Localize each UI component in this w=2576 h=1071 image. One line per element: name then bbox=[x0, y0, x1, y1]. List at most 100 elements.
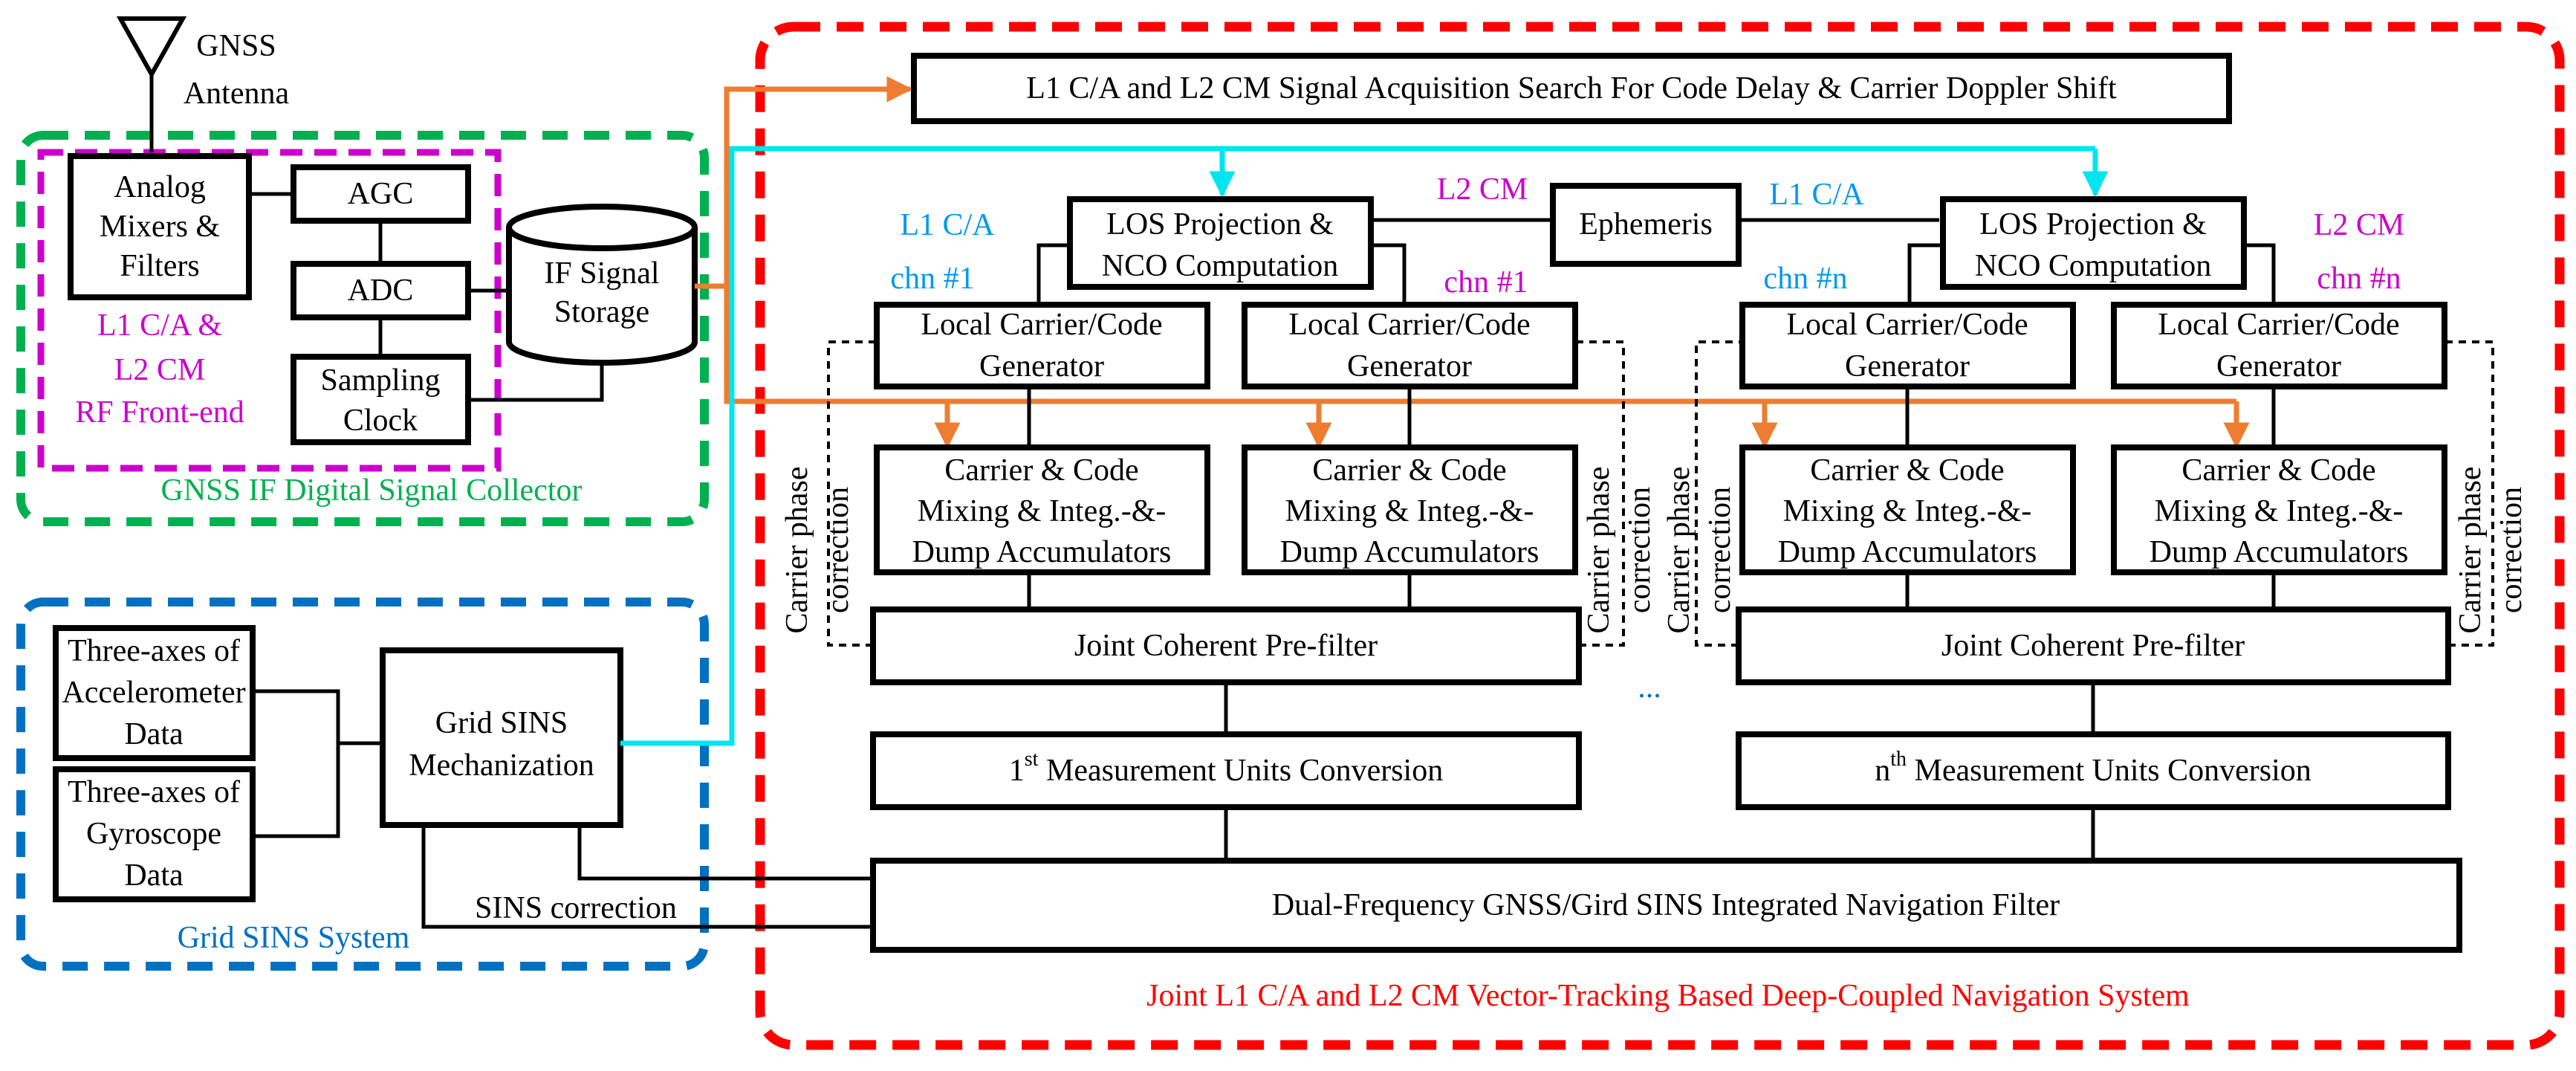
chn1-l1-local-gen-label-2: Generator bbox=[979, 349, 1104, 384]
chnn-l1-mixing-label-1: Carrier & Code bbox=[1810, 453, 2004, 488]
sins-group-border bbox=[16, 598, 709, 971]
chn1-measurement-label: 1st Measurement Units Conversion bbox=[1009, 748, 1443, 788]
chn1-carrier-phase-left-label-2: correction bbox=[821, 487, 855, 613]
nav-system-group-border bbox=[755, 22, 2565, 1050]
chn1-l2-local-gen-label-1: Local Carrier/Code bbox=[1288, 308, 1530, 342]
rf-frontend-label-2: L2 CM bbox=[114, 353, 206, 387]
gyroscope-label-2: Gyroscope bbox=[86, 817, 221, 851]
sins-correction-label: SINS correction bbox=[475, 891, 677, 925]
chn1-measurement-block bbox=[870, 731, 1582, 810]
collector-group-border bbox=[16, 131, 709, 526]
chnn-l1-local-gen-label-1: Local Carrier/Code bbox=[1786, 308, 2028, 342]
chn1-l1-local-gen-label-1: Local Carrier/Code bbox=[921, 308, 1162, 342]
rf-frontend-label-1: L1 C/A & bbox=[97, 308, 222, 343]
chn1-l1-chn-label: chn #1 bbox=[890, 262, 974, 296]
chnn-l1-local-gen-block bbox=[1739, 302, 2076, 389]
chn1-l1-mixing-block bbox=[874, 444, 1210, 575]
analog-mixers-label-3: Filters bbox=[120, 249, 199, 283]
chnn-l2-mixing-label-2: Mixing & Integ.-&- bbox=[2155, 494, 2404, 528]
if-storage-label-2: Storage bbox=[554, 295, 649, 329]
sins-mechanization-label-1: Grid SINS bbox=[435, 706, 568, 740]
analog-mixers-block bbox=[68, 153, 252, 300]
sins-cyan-path bbox=[620, 146, 2109, 746]
sins-title: Grid SINS System bbox=[178, 921, 410, 955]
chnn-los-label-2: NCO Computation bbox=[1975, 249, 2212, 283]
chn1-l2-mixing-label-1: Carrier & Code bbox=[1312, 453, 1506, 488]
sins-mechanization-label-2: Mechanization bbox=[409, 748, 594, 783]
chnn-l2-mixing-label-3: Dump Accumulators bbox=[2150, 535, 2409, 569]
analog-mixers-label-2: Mixers & bbox=[100, 210, 220, 244]
chnn-measurement-label: nth Measurement Units Conversion bbox=[1875, 748, 2311, 788]
chnn-l2-mixing-label-1: Carrier & Code bbox=[2181, 453, 2375, 488]
gyroscope-label-3: Data bbox=[124, 858, 184, 893]
accelerometer-label-1: Three-axes of bbox=[68, 634, 240, 668]
agc-label: AGC bbox=[348, 177, 414, 211]
ephemeris-l1-label: L1 C/A bbox=[1769, 178, 1864, 212]
accelerometer-label-3: Data bbox=[124, 717, 184, 751]
ephemeris-l2-label: L2 CM bbox=[1437, 172, 1528, 207]
sins-arrows bbox=[253, 689, 874, 929]
chn1-l1-mixing-label-2: Mixing & Integ.-&- bbox=[918, 494, 1167, 528]
channel-ellipsis: ... bbox=[1638, 670, 1661, 705]
chnn-carrier-phase-right-label-1: Carrier phase bbox=[2453, 466, 2488, 633]
acquisition-label: L1 C/A and L2 CM Signal Acquisition Sear… bbox=[1026, 71, 2117, 106]
chnn-l2-local-gen-label-1: Local Carrier/Code bbox=[2158, 308, 2399, 342]
chnn-l2-local-gen-block bbox=[2111, 302, 2447, 389]
chn1-l1-mixing-label-1: Carrier & Code bbox=[944, 453, 1138, 488]
chn1-l1-label: L1 C/A bbox=[900, 208, 995, 242]
chnn-l2-chn-label: chn #n bbox=[2317, 262, 2401, 296]
adc-label: ADC bbox=[348, 274, 414, 308]
chn1-carrier-phase-right-label-2: correction bbox=[1623, 487, 1657, 613]
analog-mixers-label-1: Analog bbox=[114, 170, 206, 204]
if-storage-label-1: IF Signal bbox=[544, 256, 659, 291]
accelerometer-label-2: Accelerometer bbox=[62, 676, 245, 710]
antenna-label-2: Antenna bbox=[184, 77, 290, 111]
chnn-los-block bbox=[1940, 196, 2247, 290]
antenna-label-1: GNSS bbox=[196, 29, 276, 63]
collector-title: GNSS IF Digital Signal Collector bbox=[161, 473, 583, 508]
gyroscope-label-1: Three-axes of bbox=[68, 775, 240, 809]
chnn-l2-mixing-block bbox=[2111, 444, 2447, 575]
if-signal-orange-path bbox=[695, 76, 2250, 449]
ephemeris-label: Ephemeris bbox=[1579, 207, 1713, 242]
chnn-l2-label: L2 CM bbox=[2314, 208, 2405, 242]
chnn-los-label-1: LOS Projection & bbox=[1979, 207, 2207, 242]
chnn-carrier-phase-left-label-1: Carrier phase bbox=[1662, 466, 1696, 633]
chn1-arrows bbox=[1027, 243, 1412, 861]
ephemeris-block bbox=[1550, 183, 1742, 267]
collector-arrows bbox=[249, 192, 604, 402]
chnn-l1-mixing-block bbox=[1739, 444, 2076, 575]
antenna-icon bbox=[116, 16, 187, 153]
rf-frontend-label-3: RF Front-end bbox=[75, 395, 244, 430]
chn1-l2-mixing-block bbox=[1242, 444, 1578, 575]
integrated-filter-block bbox=[870, 858, 2462, 953]
chn1-l2-mixing-label-3: Dump Accumulators bbox=[1280, 535, 1540, 569]
integrated-filter-label: Dual-Frequency GNSS/Gird SINS Integrated… bbox=[1272, 888, 2060, 922]
chnn-l1-local-gen-label-2: Generator bbox=[1845, 349, 1970, 384]
chn1-carrier-phase-left-label-1: Carrier phase bbox=[780, 466, 814, 633]
sins-mechanization-block bbox=[380, 647, 623, 828]
chnn-carrier-phase-left-label-2: correction bbox=[1703, 487, 1737, 613]
chnn-carrier-phase-feedback bbox=[1695, 340, 2494, 647]
chnn-l2-local-gen-label-2: Generator bbox=[2216, 349, 2341, 384]
chn1-l2-mixing-label-2: Mixing & Integ.-&- bbox=[1285, 494, 1534, 528]
chn1-prefilter-label: Joint Coherent Pre-filter bbox=[1074, 629, 1378, 663]
sampling-clock-label-2: Clock bbox=[343, 404, 418, 438]
chn1-l1-mixing-label-3: Dump Accumulators bbox=[912, 535, 1172, 569]
chn1-l2-chn-label: chn #1 bbox=[1444, 265, 1528, 300]
chn1-los-label-1: LOS Projection & bbox=[1106, 207, 1334, 242]
chn1-l2-local-gen-label-2: Generator bbox=[1347, 349, 1472, 384]
chn1-l2-local-gen-block bbox=[1242, 302, 1578, 389]
chn1-los-label-2: NCO Computation bbox=[1102, 249, 1339, 283]
chn1-carrier-phase-right-label-1: Carrier phase bbox=[1582, 466, 1616, 633]
chn1-l1-local-gen-block bbox=[874, 302, 1210, 389]
acquisition-block bbox=[911, 53, 2232, 124]
nav-system-title: Joint L1 C/A and L2 CM Vector-Tracking B… bbox=[1146, 979, 2190, 1013]
chnn-l1-mixing-label-2: Mixing & Integ.-&- bbox=[1783, 494, 2032, 528]
chnn-carrier-phase-right-label-2: correction bbox=[2494, 487, 2528, 613]
chnn-l1-mixing-label-3: Dump Accumulators bbox=[1778, 535, 2037, 569]
chnn-l1-chn-label: chn #n bbox=[1763, 262, 1847, 296]
chnn-arrows bbox=[1905, 243, 2276, 861]
sampling-clock-label-1: Sampling bbox=[320, 363, 440, 398]
